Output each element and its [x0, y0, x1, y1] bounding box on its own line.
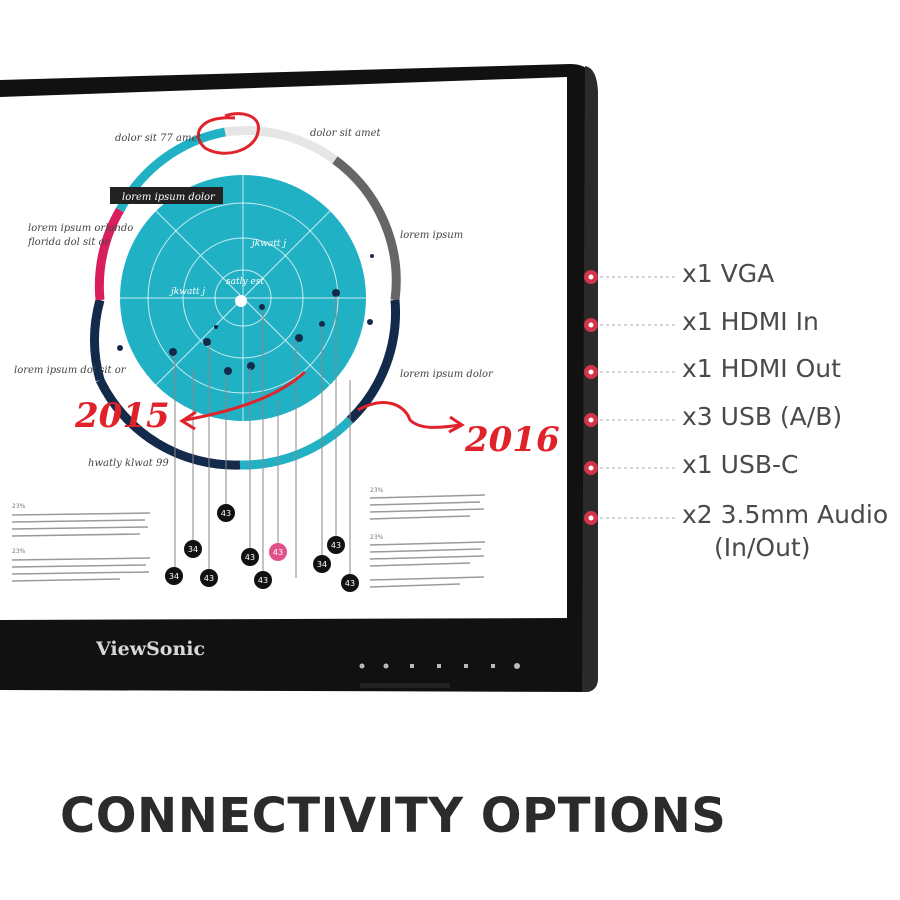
bubble: 34 [184, 540, 202, 558]
bubble: 43 [254, 571, 272, 589]
bubble-value: 43 [331, 541, 341, 550]
screen-label-center: satly est [226, 277, 264, 287]
headline: CONNECTIVITY OPTIONS [60, 788, 727, 844]
screen-banner [110, 187, 223, 204]
year-label-left: 2015 [74, 396, 170, 436]
bubble-value: 43 [204, 574, 214, 583]
bubble-value: 34 [188, 545, 198, 554]
bubble: 43 [341, 574, 359, 592]
bubble-value: 43 [273, 548, 283, 557]
bubble-value: 43 [245, 553, 255, 562]
infographic-ring [90, 126, 401, 470]
screen-label-bottom-left: hwatly klwat 99 [88, 458, 169, 469]
screen-label-left-2: lorem ipsum dol sit or [14, 365, 127, 376]
number-bubbles: 43 34 43 43 43 34 34 43 43 43 [165, 504, 359, 592]
port-dot [584, 461, 598, 475]
infographic-text-blocks [11, 494, 486, 588]
port-leader-lines [600, 276, 676, 519]
bubble: 43 [217, 504, 235, 522]
screen-label-right-1: lorem ipsum [400, 230, 463, 241]
monitor-stand-lip [360, 683, 450, 688]
bubble: 43 [327, 536, 345, 554]
monitor-illustration: dolor sit 77 amet dolor sit amet lorem i… [0, 64, 676, 692]
year-label-right: 2016 [464, 420, 560, 460]
bubble: 34 [313, 555, 331, 573]
percent-label: 23% [370, 534, 384, 541]
connector-label-audio: x2 3.5mm Audio (In/Out) [682, 500, 888, 562]
bubble: 43 [200, 569, 218, 587]
bubble-value: 43 [258, 576, 268, 585]
port-dot [584, 413, 598, 427]
monitor-side-edge [582, 66, 598, 692]
connector-label-hdmi-out: x1 HDMI Out [682, 354, 841, 383]
handdrawn-annotations [179, 112, 465, 434]
infographic-center-dot [235, 295, 247, 307]
bubble-value: 43 [345, 579, 355, 588]
port-indicators [584, 270, 598, 525]
bubble: 34 [165, 567, 183, 585]
screen-label-left-1a: lorem ipsum orlando [28, 223, 133, 234]
connector-label-audio-line1: x2 3.5mm Audio [682, 500, 889, 529]
percent-label: 23% [12, 548, 26, 555]
screen-label-top-right: dolor sit amet [310, 128, 381, 139]
port-dot [584, 318, 598, 332]
percent-label: 23% [370, 487, 384, 494]
bubble-value: 34 [169, 572, 179, 581]
bubble-value: 43 [221, 509, 231, 518]
screen-banner-label: lorem ipsum dolor [122, 192, 216, 203]
bubble: 43 [241, 548, 259, 566]
screen-label-inner-1: jkwatt j [250, 239, 286, 249]
screen-label-right-2: lorem ipsum dolor [400, 369, 494, 380]
connector-label-usb-ab: x3 USB (A/B) [682, 402, 843, 431]
screen-label-top-left: dolor sit 77 amet [115, 133, 202, 144]
bubble: 43 [269, 543, 287, 561]
connector-label-hdmi-in: x1 HDMI In [682, 307, 819, 336]
bubble-value: 34 [317, 560, 327, 569]
screen-label-inner-2: jkwatt j [169, 287, 205, 297]
connector-label-vga: x1 VGA [682, 259, 775, 288]
infographic-points [117, 254, 374, 375]
connector-label-audio-line2: (In/Out) [714, 533, 811, 562]
percent-label: 23% [12, 503, 26, 510]
brand-logo: ViewSonic [95, 638, 205, 660]
screen-label-left-1b: florida dol sit or [27, 237, 111, 248]
connector-label-usb-c: x1 USB-C [682, 450, 799, 479]
port-dot [584, 365, 598, 379]
monitor-control-buttons [359, 663, 520, 669]
infographic-leaders [174, 296, 351, 578]
port-dot [584, 270, 598, 284]
port-dot [584, 511, 598, 525]
